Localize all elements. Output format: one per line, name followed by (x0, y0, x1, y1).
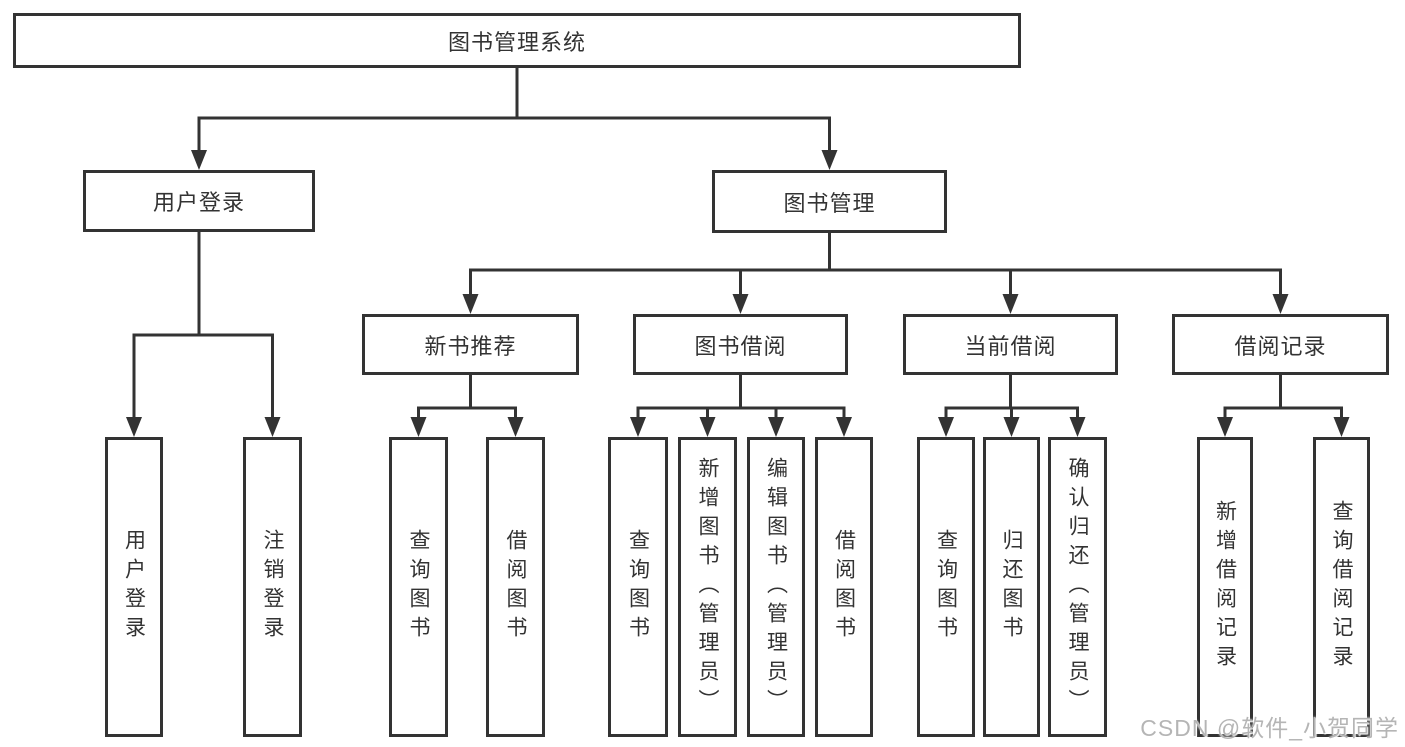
node-label: 借阅图书 (504, 529, 528, 645)
node-label: 当前借阅 (964, 333, 1057, 359)
node-label: 查询借阅记录 (1330, 500, 1354, 674)
node-label: 编辑图书（管理员） (764, 456, 788, 718)
node-book-management: 图书管理 (712, 170, 947, 233)
leaf-borrow-books-borrowing: 借阅图书 (815, 437, 873, 737)
node-label: 用户登录 (152, 190, 245, 215)
node-label: 新增借阅记录 (1213, 500, 1237, 674)
node-label: 注销登录 (261, 529, 285, 645)
leaf-user-login: 用户登录 (105, 437, 163, 737)
node-label: 新书推荐 (424, 333, 517, 359)
node-label: 借阅图书 (832, 529, 856, 645)
leaf-query-books-borrowing: 查询图书 (608, 437, 668, 737)
node-label: 用户登录 (122, 529, 146, 645)
leaf-query-borrow-record: 查询借阅记录 (1313, 437, 1370, 737)
node-root-system: 图书管理系统 (13, 13, 1021, 68)
leaf-add-borrow-record: 新增借阅记录 (1197, 437, 1253, 737)
node-borrowing-records: 借阅记录 (1172, 314, 1389, 375)
node-book-borrowing: 图书借阅 (633, 314, 848, 375)
csdn-watermark: CSDN @软件_小贺同学 (1140, 715, 1399, 741)
node-label: 新增图书（管理员） (696, 456, 720, 718)
node-label: 借阅记录 (1234, 333, 1327, 359)
leaf-borrow-books-recommend: 借阅图书 (486, 437, 545, 737)
node-user-login: 用户登录 (83, 170, 315, 232)
node-current-borrowing: 当前借阅 (903, 314, 1118, 375)
leaf-query-books-current: 查询图书 (917, 437, 975, 737)
leaf-edit-books-admin: 编辑图书（管理员） (747, 437, 805, 737)
leaf-logout: 注销登录 (243, 437, 302, 737)
node-label: 图书管理 (783, 190, 876, 216)
node-label: 图书管理系统 (447, 29, 586, 55)
node-label: 查询图书 (407, 529, 431, 645)
node-label: 查询图书 (934, 529, 958, 645)
node-label: 确认归还（管理员） (1066, 456, 1090, 718)
leaf-confirm-return-admin: 确认归还（管理员） (1048, 437, 1107, 737)
leaf-query-books-recommend: 查询图书 (389, 437, 448, 737)
leaf-return-books: 归还图书 (983, 437, 1040, 737)
node-label: 查询图书 (626, 529, 650, 645)
node-label: 图书借阅 (694, 333, 787, 359)
leaf-add-books-admin: 新增图书（管理员） (678, 437, 737, 737)
node-label: 归还图书 (1000, 529, 1024, 645)
node-new-book-recommend: 新书推荐 (362, 314, 579, 375)
